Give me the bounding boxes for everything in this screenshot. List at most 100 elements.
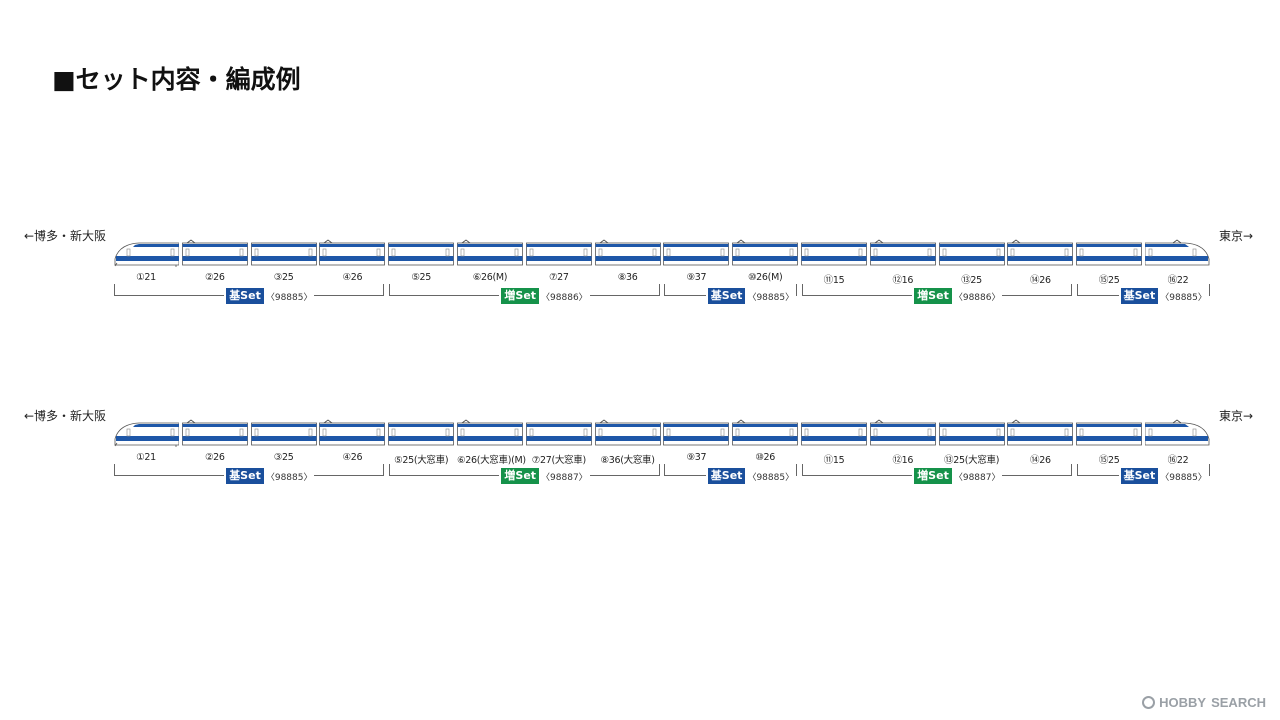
- set-label: 基Set〈98885〉: [1118, 468, 1209, 484]
- set-label: 基Set〈98885〉: [705, 468, 797, 484]
- set-code: 〈98887〉: [541, 472, 588, 483]
- car-label: ⑧36(大窓車): [600, 455, 655, 466]
- car-label: ⑤25(大窓車): [394, 455, 449, 466]
- train-car-15: [1076, 419, 1143, 447]
- set-badge: 増Set: [914, 288, 952, 304]
- page-title-text: ■セット内容・編成例: [52, 65, 301, 94]
- watermark-brand: HOBBY: [1159, 695, 1207, 710]
- formation-1: ←博多・新大阪 東京→ ①21 ②26 ③25 ④26 ⑤25 ⑥26(M) ⑦27 ⑧36 ⑨…: [0, 226, 1280, 356]
- train-car-4: [319, 239, 386, 267]
- car-label: ③25: [273, 272, 294, 283]
- car-label: ⑤25: [411, 272, 432, 283]
- train-car-1: [113, 419, 179, 447]
- set-label: 基Set〈98885〉: [1118, 288, 1209, 304]
- set-label: 増Set〈98886〉: [499, 288, 590, 304]
- train-car-6: [457, 239, 523, 267]
- watermark: HOBBY SEARCH: [1142, 695, 1266, 710]
- car-label: ⑯22: [1167, 455, 1189, 466]
- car-label: ⑦27(大窓車): [531, 455, 586, 466]
- car-label: ⑨37: [686, 452, 707, 463]
- set-badge: 増Set: [501, 288, 540, 304]
- car-label: ⑪15: [823, 455, 845, 466]
- car-label: ⑫16: [892, 455, 914, 466]
- set-label: 基Set〈98885〉: [224, 468, 315, 484]
- train-car-16: [1145, 419, 1211, 447]
- set-code: 〈98885〉: [1160, 472, 1207, 483]
- set-badge: 基Set: [707, 288, 746, 304]
- car-label: ⑭26: [1030, 275, 1051, 286]
- train-car-4: [319, 419, 386, 447]
- train-car-7: [525, 419, 592, 447]
- set-code: 〈98885〉: [1160, 292, 1207, 303]
- set-label: 基Set〈98885〉: [705, 288, 797, 304]
- direction-left: ←博多・新大阪: [24, 229, 107, 243]
- car-label: ②26: [204, 272, 225, 283]
- set-code: 〈98885〉: [747, 292, 795, 303]
- train-car-8: [594, 419, 661, 447]
- car-label: ②26: [204, 452, 225, 463]
- set-badge: 増Set: [914, 468, 952, 484]
- set-badge: 基Set: [226, 288, 264, 304]
- set-label: 増Set〈98887〉: [499, 468, 590, 484]
- set-code: 〈98885〉: [265, 292, 313, 303]
- train-car-2: [181, 239, 248, 267]
- car-label: ⑩26: [755, 452, 776, 463]
- train-car-14: [1007, 419, 1074, 447]
- train-car-13: [938, 419, 1005, 447]
- train-car-6: [457, 419, 523, 447]
- train-car-13: [938, 239, 1005, 267]
- train-car-10: [732, 239, 799, 267]
- car-label: ⑥26(大窓車)(M): [457, 455, 526, 466]
- car-label: ⑫16: [892, 275, 914, 286]
- train-car-5: [388, 419, 455, 447]
- train-car-12: [869, 419, 936, 447]
- car-label: ③25: [273, 452, 294, 463]
- set-badge: 基Set: [226, 468, 264, 484]
- car-label: ⑬25: [961, 275, 982, 286]
- train-car-8: [594, 239, 661, 267]
- direction-left: ←博多・新大阪: [24, 409, 107, 423]
- page-title: ■セット内容・編成例: [52, 60, 301, 96]
- train-car-10: [732, 419, 799, 447]
- direction-right: 東京→: [1219, 229, 1254, 243]
- car-label: ⑧36: [617, 272, 638, 283]
- car-label: ⑮25: [1098, 275, 1120, 286]
- car-label: ⑩26(M): [747, 272, 783, 283]
- car-label: ④26: [342, 272, 363, 283]
- train-car-1: [113, 239, 179, 267]
- set-label: 増Set〈98886〉: [912, 288, 1003, 304]
- set-code: 〈98885〉: [265, 472, 313, 483]
- car-label: ⑥26(M): [472, 272, 508, 283]
- train-car-11: [801, 239, 867, 267]
- car-label: ①21: [136, 452, 156, 463]
- train-car-16: [1145, 239, 1211, 267]
- set-code: 〈98885〉: [747, 472, 795, 483]
- train-car-14: [1007, 239, 1074, 267]
- set-badge: 基Set: [707, 468, 746, 484]
- set-code: 〈98887〉: [953, 472, 1001, 483]
- set-label: 増Set〈98887〉: [912, 468, 1003, 484]
- set-badge: 基Set: [1120, 468, 1159, 484]
- car-label: ⑯22: [1167, 275, 1189, 286]
- train-car-12: [869, 239, 936, 267]
- train-car-9: [663, 239, 730, 267]
- set-code: 〈98886〉: [541, 292, 588, 303]
- car-label: ⑭26: [1030, 455, 1051, 466]
- train-car-3: [250, 419, 317, 447]
- train-car-15: [1076, 239, 1143, 267]
- train-car-2: [181, 419, 248, 447]
- car-label: ①21: [136, 272, 156, 283]
- car-label: ⑬25(大窓車): [944, 455, 1000, 466]
- train-car-7: [525, 239, 592, 267]
- train-car-5: [388, 239, 455, 267]
- direction-right: 東京→: [1219, 409, 1254, 423]
- set-label: 基Set〈98885〉: [224, 288, 315, 304]
- watermark-sub: SEARCH: [1211, 695, 1266, 710]
- car-label: ⑮25: [1098, 455, 1120, 466]
- train-car-11: [801, 419, 867, 447]
- set-badge: 増Set: [501, 468, 540, 484]
- car-label: ⑨37: [686, 272, 707, 283]
- set-badge: 基Set: [1120, 288, 1159, 304]
- car-label: ⑦27: [548, 272, 569, 283]
